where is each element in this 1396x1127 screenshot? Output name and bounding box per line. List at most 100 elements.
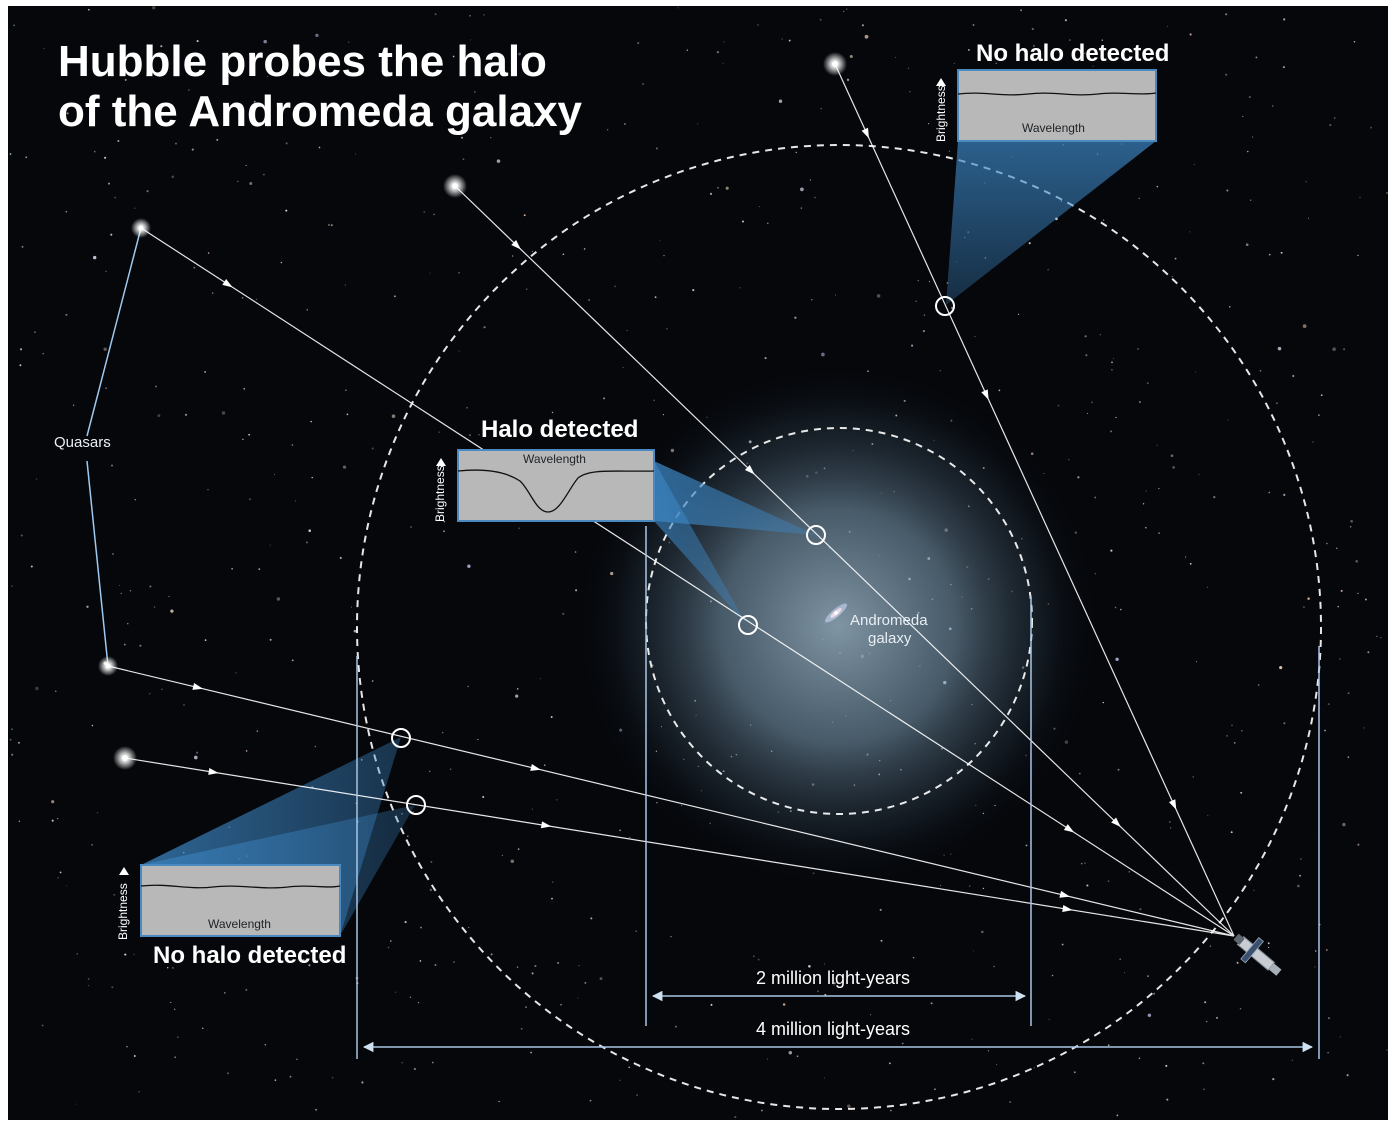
background-star bbox=[353, 629, 357, 633]
background-star bbox=[371, 680, 374, 682]
background-star bbox=[1069, 39, 1071, 41]
brightness-arrow-icon bbox=[936, 78, 946, 86]
background-star bbox=[1189, 562, 1192, 565]
background-star bbox=[635, 930, 637, 932]
spectrum-line bbox=[140, 884, 341, 889]
background-star bbox=[1367, 651, 1370, 654]
background-star bbox=[1153, 992, 1156, 995]
background-star bbox=[269, 638, 272, 641]
background-star bbox=[20, 534, 23, 537]
background-star bbox=[1028, 242, 1031, 245]
background-star bbox=[670, 936, 672, 938]
background-star bbox=[1279, 666, 1283, 670]
background-star bbox=[1172, 465, 1176, 469]
background-star bbox=[1252, 136, 1254, 138]
background-star bbox=[387, 946, 390, 949]
background-star bbox=[1302, 324, 1307, 328]
background-star bbox=[814, 196, 816, 199]
background-star bbox=[846, 8, 848, 10]
background-star bbox=[1207, 815, 1209, 817]
background-star bbox=[1158, 487, 1160, 490]
background-star bbox=[21, 245, 24, 248]
background-star bbox=[1114, 606, 1117, 609]
background-star bbox=[940, 884, 942, 887]
background-star bbox=[1174, 257, 1177, 260]
background-star bbox=[346, 413, 349, 416]
background-star bbox=[1314, 966, 1316, 968]
background-star bbox=[1343, 348, 1346, 351]
background-star bbox=[194, 119, 196, 121]
background-star bbox=[87, 978, 90, 980]
background-star bbox=[151, 6, 156, 10]
background-star bbox=[285, 142, 288, 145]
background-star bbox=[788, 39, 791, 42]
background-star bbox=[417, 1001, 420, 1004]
background-star bbox=[291, 444, 294, 446]
background-star bbox=[574, 551, 577, 553]
background-star bbox=[174, 1008, 176, 1010]
background-star bbox=[170, 609, 174, 613]
background-star bbox=[716, 51, 719, 54]
background-star bbox=[603, 397, 606, 400]
background-star bbox=[764, 357, 767, 360]
quasars-label: Quasars bbox=[54, 434, 111, 451]
background-star bbox=[1325, 948, 1328, 951]
background-star bbox=[57, 876, 59, 879]
background-star bbox=[1202, 1062, 1205, 1065]
background-star bbox=[113, 893, 116, 896]
background-star bbox=[237, 180, 239, 183]
background-star bbox=[922, 330, 925, 333]
background-star bbox=[1101, 39, 1103, 41]
sightline-arrow-icon bbox=[1059, 890, 1070, 898]
brightness-label: Brightness bbox=[433, 465, 447, 522]
background-star bbox=[1327, 1051, 1329, 1054]
background-star bbox=[413, 1067, 416, 1071]
background-star bbox=[760, 1109, 763, 1112]
background-star bbox=[1386, 192, 1388, 194]
background-star bbox=[725, 186, 729, 190]
background-star bbox=[361, 1081, 364, 1084]
quasar-icon bbox=[823, 52, 847, 76]
background-star bbox=[1282, 66, 1285, 69]
background-star bbox=[636, 1094, 638, 1096]
background-star bbox=[469, 14, 471, 17]
background-star bbox=[534, 964, 537, 968]
background-star bbox=[280, 261, 283, 264]
background-star bbox=[1250, 199, 1252, 201]
background-star bbox=[1280, 251, 1283, 254]
background-star bbox=[588, 299, 590, 301]
background-star bbox=[520, 1028, 523, 1030]
background-star bbox=[274, 1079, 277, 1082]
background-star bbox=[629, 836, 631, 838]
background-star bbox=[483, 326, 486, 329]
background-star bbox=[134, 499, 136, 501]
background-star bbox=[1225, 13, 1228, 16]
background-star bbox=[575, 589, 578, 592]
background-star bbox=[1226, 735, 1228, 737]
background-star bbox=[1139, 401, 1141, 403]
sightline-marker-icon bbox=[406, 795, 426, 815]
background-star bbox=[57, 817, 59, 820]
background-star bbox=[1111, 361, 1113, 364]
background-star bbox=[1239, 1007, 1242, 1010]
background-star bbox=[419, 960, 422, 962]
background-star bbox=[171, 175, 175, 179]
background-star bbox=[1329, 124, 1332, 127]
background-star bbox=[1110, 430, 1113, 433]
halo-glow bbox=[578, 366, 1098, 886]
background-star bbox=[391, 414, 396, 418]
background-star bbox=[306, 541, 308, 544]
background-star bbox=[1110, 549, 1113, 552]
spectrum-panel-center bbox=[436, 449, 655, 522]
background-star bbox=[248, 433, 250, 436]
background-star bbox=[849, 54, 853, 59]
background-star bbox=[191, 148, 194, 151]
spectrum-panel-bottom-left bbox=[119, 864, 341, 937]
background-star bbox=[1357, 254, 1359, 256]
background-star bbox=[1112, 358, 1114, 360]
background-star bbox=[917, 279, 920, 282]
background-star bbox=[315, 33, 319, 38]
background-star bbox=[1386, 1049, 1388, 1051]
background-star bbox=[1145, 490, 1147, 492]
background-star bbox=[170, 1001, 172, 1003]
